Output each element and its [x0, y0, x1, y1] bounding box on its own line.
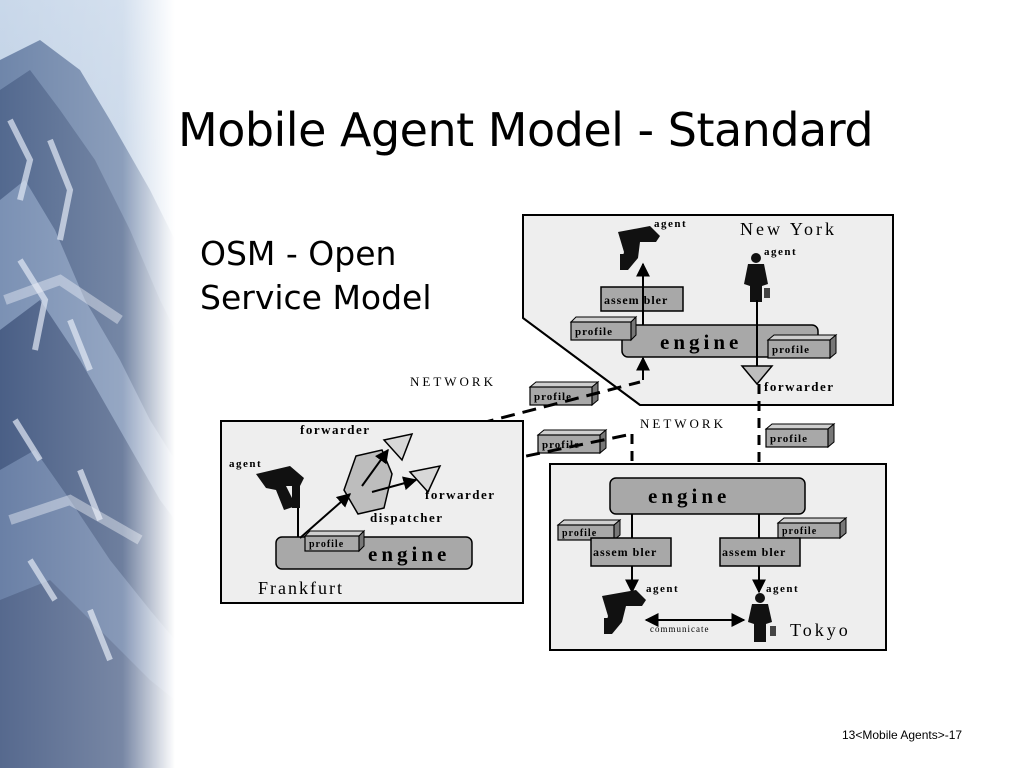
frankfurt-arrow-to-forwarder-top — [361, 448, 389, 487]
ny-profile-box-right — [766, 333, 838, 360]
tokyo-standing-agent-icon — [748, 593, 776, 642]
communicate-label: communicate — [650, 624, 709, 634]
transit-profile-label-1: profile — [534, 391, 572, 403]
transit-profile-box-1 — [528, 380, 600, 407]
frankfurt-label: Frankfurt — [258, 578, 344, 598]
tokyo-assembler-box-right — [719, 537, 801, 567]
frankfurt-arrow-to-forwarder-right — [371, 476, 418, 493]
tokyo-agent-label-left: agent — [646, 583, 679, 595]
frankfurt-dispatcher-label: dispatcher — [370, 510, 444, 525]
tokyo-label: Tokyo — [790, 620, 851, 640]
ny-assembler-label: assem bler — [604, 293, 668, 307]
frankfurt-forwarder-label-top: forwarder — [300, 422, 371, 437]
subtitle-line-2: Service Model — [200, 278, 432, 317]
frankfurt-profile-label: profile — [309, 539, 344, 550]
ny-profile-box-left — [569, 315, 638, 342]
tokyo-profile-label-right: profile — [782, 526, 817, 537]
frankfurt-forwarder-icon-top — [382, 432, 414, 462]
frankfurt-profile-box — [303, 529, 366, 553]
ny-agent-label-top: agent — [654, 218, 687, 230]
tokyo-profile-label-left: profile — [562, 528, 597, 539]
transit-profile-label-3: profile — [770, 433, 808, 445]
tokyo-assembler-label-left: assem bler — [593, 545, 657, 559]
frankfurt-arrow-to-dispatcher — [299, 493, 352, 539]
tokyo-profile-box-right — [776, 516, 848, 540]
ny-forwarder-label: forwarder — [764, 379, 835, 394]
dashed-path-frankfurt-to-ny — [415, 380, 641, 442]
new-york-label: New York — [740, 219, 837, 239]
subtitle-line-1: OSM - Open — [200, 234, 397, 273]
ny-standing-agent-icon — [744, 253, 770, 302]
tokyo-engine-label: engine — [648, 484, 730, 508]
ny-profile-label-right: profile — [772, 344, 810, 356]
frankfurt-agent-label: agent — [229, 458, 262, 470]
tokyo-profile-box-left — [556, 518, 622, 542]
tokyo-assembler-label-right: assem bler — [722, 545, 786, 559]
slide-title: Mobile Agent Model - Standard — [178, 103, 874, 157]
mountain-background-image — [0, 0, 175, 768]
frankfurt-forwarder-icon-right — [408, 464, 442, 494]
ny-profile-label-left: profile — [575, 326, 613, 338]
network-label-left: NETWORK — [410, 374, 496, 389]
tokyo-bowing-agent-icon — [602, 590, 646, 634]
tokyo-agent-label-right: agent — [766, 583, 799, 595]
frankfurt-forwarder-label-right: forwarder — [425, 487, 496, 502]
slide-footer: 13<Mobile Agents>-17 — [842, 728, 963, 742]
frankfurt-bowing-agent-icon — [256, 466, 304, 510]
transit-profile-box-2 — [536, 428, 608, 455]
frankfurt-engine-label: engine — [368, 542, 450, 566]
frankfurt-panel — [220, 420, 524, 604]
ny-bowing-agent-icon — [618, 226, 660, 270]
new-york-panel — [522, 214, 894, 406]
ny-engine-label: engine — [660, 330, 742, 354]
network-label-right: NETWORK — [640, 416, 726, 431]
subtitle: OSM - Open Service Model — [200, 232, 432, 320]
ny-agent-label-right: agent — [764, 246, 797, 258]
transit-profile-box-3 — [764, 422, 836, 449]
tokyo-engine-box — [609, 477, 806, 515]
